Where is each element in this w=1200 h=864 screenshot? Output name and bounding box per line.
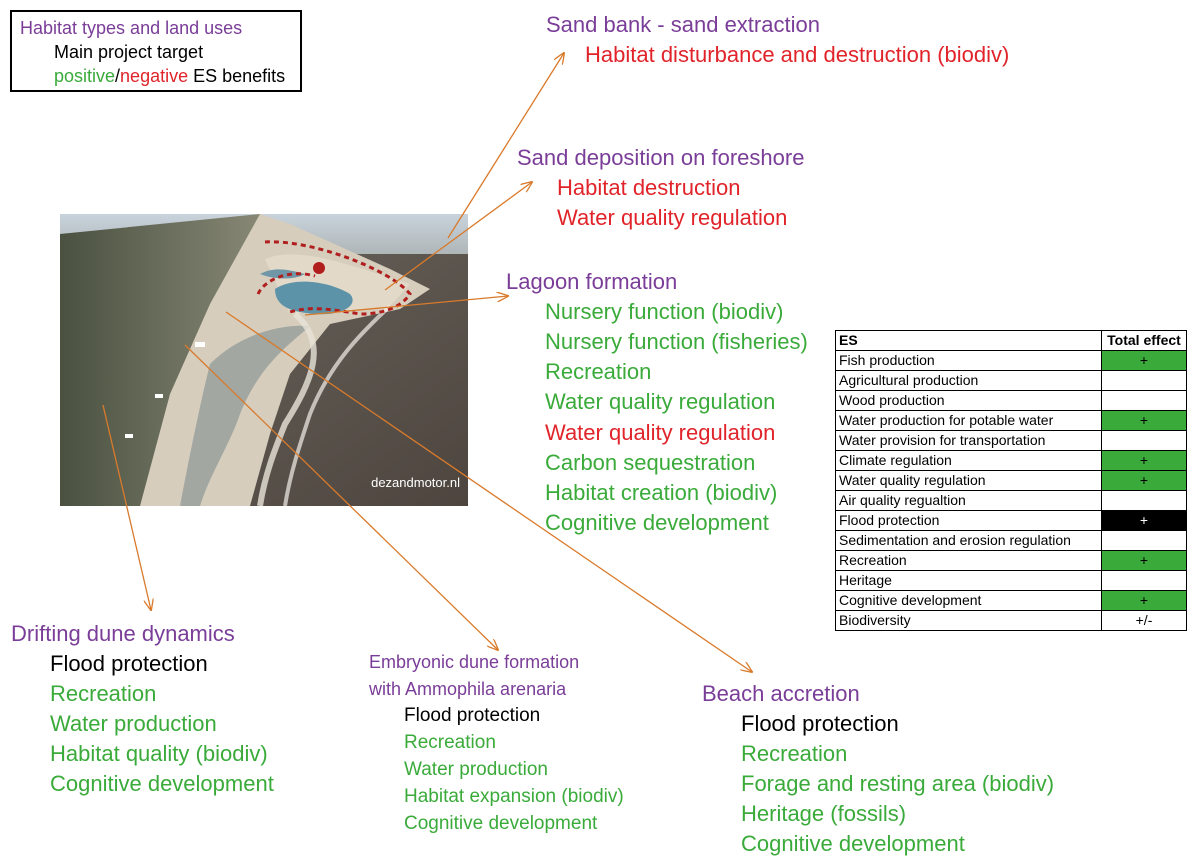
embryonic-dune-subtitle: with Ammophila arenaria xyxy=(369,679,567,699)
lagoon-item: Habitat creation (biodiv) xyxy=(545,480,778,505)
es-effect-cell: + xyxy=(1101,350,1187,371)
arrow-sand-bank xyxy=(447,53,564,239)
es-name-cell: Sedimentation and erosion regulation xyxy=(835,530,1102,551)
beach-accretion-title: Beach accretion xyxy=(702,681,860,706)
es-table-row: Wood production xyxy=(835,390,1187,411)
es-header-effect: Total effect xyxy=(1101,330,1187,351)
aerial-photo-buildings xyxy=(125,342,205,438)
es-name-cell: Flood protection xyxy=(835,510,1102,531)
legend-benefits: positive/negative ES benefits xyxy=(54,66,285,87)
es-effect-cell: +/- xyxy=(1101,610,1187,631)
legend-box: Habitat types and land uses Main project… xyxy=(10,10,302,92)
sand-deposition-item: Water quality regulation xyxy=(557,205,788,230)
drifting-dune-title: Drifting dune dynamics xyxy=(11,621,235,646)
lagoon-item: Nursery function (biodiv) xyxy=(545,299,784,324)
beach-accretion-item: Cognitive development xyxy=(741,831,965,856)
es-table-header: ES Total effect xyxy=(835,330,1187,351)
es-table-row: Heritage xyxy=(835,570,1187,591)
lagoon-item: Water quality regulation xyxy=(545,420,776,445)
es-name-cell: Air quality regualtion xyxy=(835,490,1102,511)
drifting-dune-item: Cognitive development xyxy=(50,771,274,796)
legend-main-target: Main project target xyxy=(54,42,204,62)
es-effect-cell: + xyxy=(1101,510,1187,531)
es-name-cell: Climate regulation xyxy=(835,450,1102,471)
es-table-row: Agricultural production xyxy=(835,370,1187,391)
es-table-row: Air quality regualtion xyxy=(835,490,1187,511)
sand-deposition-title: Sand deposition on foreshore xyxy=(517,145,805,170)
beach-accretion-item: Heritage (fossils) xyxy=(741,801,907,826)
es-name-cell: Heritage xyxy=(835,570,1102,591)
es-name-cell: Cognitive development xyxy=(835,590,1102,611)
es-table-row: Fish production+ xyxy=(835,350,1187,371)
beach-accretion-item: Recreation xyxy=(741,741,848,766)
es-table-row: Sedimentation and erosion regulation xyxy=(835,530,1187,551)
embryonic-dune-item: Habitat expansion (biodiv) xyxy=(404,786,624,807)
photo-watermark: dezandmotor.nl xyxy=(371,475,460,490)
es-name-cell: Agricultural production xyxy=(835,370,1102,391)
es-effect-cell: + xyxy=(1101,550,1187,571)
arrow-lagoon xyxy=(304,296,508,316)
es-effect-cell: + xyxy=(1101,590,1187,611)
es-effect-cell xyxy=(1101,370,1187,391)
es-effect-cell xyxy=(1101,570,1187,591)
arrow-beach-accretion xyxy=(225,311,752,672)
drifting-dune-item: Flood protection xyxy=(50,651,208,676)
es-effect-cell: + xyxy=(1101,410,1187,431)
embryonic-dune-item: Water production xyxy=(404,759,548,780)
embryonic-dune-item: Recreation xyxy=(404,732,496,753)
es-name-cell: Water provision for transportation xyxy=(835,430,1102,451)
legend-title: Habitat types and land uses xyxy=(20,18,243,38)
es-effect-cell xyxy=(1101,490,1187,511)
legend-slash: / xyxy=(115,66,121,86)
embryonic-dune-title: Embryonic dune formation xyxy=(369,652,580,672)
es-table-row: Water production for potable water+ xyxy=(835,410,1187,431)
es-effect-cell xyxy=(1101,530,1187,551)
beach-accretion-item: Flood protection xyxy=(741,711,899,736)
es-header-label: ES xyxy=(835,330,1102,351)
aerial-photo-drawing xyxy=(60,214,468,506)
es-table-row: Climate regulation+ xyxy=(835,450,1187,471)
legend-negative: negative xyxy=(120,66,189,86)
es-name-cell: Water quality regulation xyxy=(835,470,1102,491)
drifting-dune-item: Water production xyxy=(50,711,217,736)
aerial-photo: dezandmotor.nl xyxy=(60,214,468,506)
es-table-row: Biodiversity+/- xyxy=(835,610,1187,631)
arrow-drifting-dune xyxy=(102,404,151,610)
arrow-sand-deposition xyxy=(384,182,532,291)
embryonic-dune-item: Cognitive development xyxy=(404,813,598,834)
es-name-cell: Wood production xyxy=(835,390,1102,411)
arrow-embryonic-dune xyxy=(184,344,498,650)
lagoon-item: Water quality regulation xyxy=(545,389,776,414)
es-effect-cell xyxy=(1101,390,1187,411)
es-name-cell: Biodiversity xyxy=(835,610,1102,631)
sand-bank-title: Sand bank - sand extraction xyxy=(546,12,820,37)
lagoon-item: Cognitive development xyxy=(545,510,769,535)
drifting-dune-item: Recreation xyxy=(50,681,157,706)
es-table-row: Cognitive development+ xyxy=(835,590,1187,611)
es-effect-cell xyxy=(1101,430,1187,451)
es-table-row: Recreation+ xyxy=(835,550,1187,571)
legend-suffix: ES benefits xyxy=(188,66,286,86)
es-table: ES Total effect Fish production+Agricult… xyxy=(835,330,1187,631)
legend-positive: positive xyxy=(54,66,116,86)
sand-deposition-item: Habitat destruction xyxy=(557,175,741,200)
lagoon-item: Carbon sequestration xyxy=(545,450,756,475)
es-effect-cell: + xyxy=(1101,450,1187,471)
es-name-cell: Fish production xyxy=(835,350,1102,371)
es-effect-cell: + xyxy=(1101,470,1187,491)
lagoon-item: Nursery function (fisheries) xyxy=(545,329,808,354)
es-name-cell: Recreation xyxy=(835,550,1102,571)
es-name-cell: Water production for potable water xyxy=(835,410,1102,431)
sand-bank-item: Habitat disturbance and destruction (bio… xyxy=(585,42,1010,67)
es-table-row: Flood protection+ xyxy=(835,510,1187,531)
beach-accretion-item: Forage and resting area (biodiv) xyxy=(741,771,1055,796)
es-table-row: Water quality regulation+ xyxy=(835,470,1187,491)
lagoon-title: Lagoon formation xyxy=(506,269,678,294)
es-table-row: Water provision for transportation xyxy=(835,430,1187,451)
lagoon-item: Recreation xyxy=(545,359,652,384)
embryonic-dune-item: Flood protection xyxy=(404,705,541,726)
drifting-dune-item: Habitat quality (biodiv) xyxy=(50,741,268,766)
